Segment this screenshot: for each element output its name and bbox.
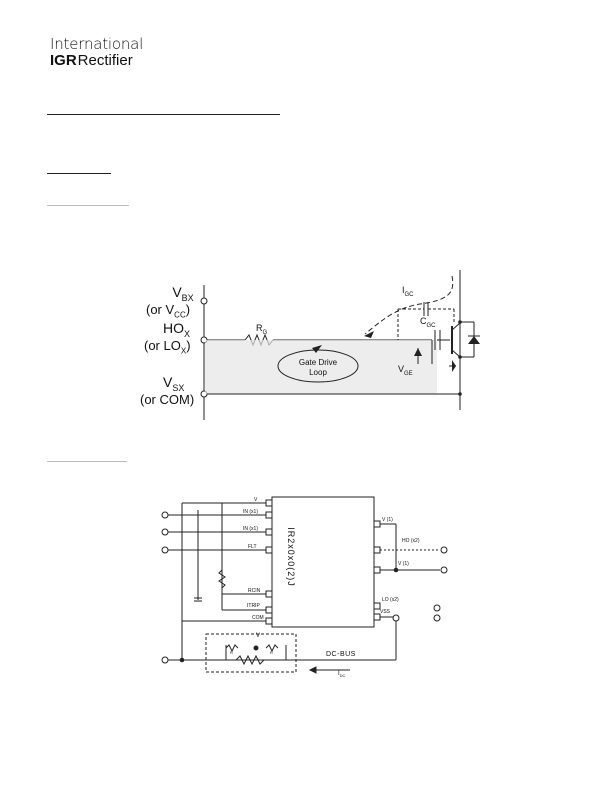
- shunt-vx-label: V: [256, 633, 261, 639]
- pin-label-vcc: V: [254, 497, 258, 503]
- label-vbx-alt: (or VCC): [146, 302, 191, 320]
- gate-drive-loop-area: [205, 340, 437, 394]
- logo-text-rectifier-row: IGR Rectifier: [50, 52, 143, 70]
- label-hox-alt: (or LOX): [144, 338, 191, 356]
- label-vbx: VBX: [172, 284, 194, 303]
- company-logo: International IGR Rectifier: [50, 36, 143, 70]
- vbx-node: [200, 297, 208, 305]
- logo-text-international: International: [50, 35, 144, 53]
- logo-mark: IGR: [50, 52, 77, 69]
- pin-label-vss: VSS: [380, 609, 391, 615]
- pin-label-fault: FLT: [248, 544, 257, 550]
- label-hox: HOX: [163, 320, 191, 339]
- pin-label-rcin: RCIN: [248, 588, 261, 594]
- pin-label-vs: V (1): [398, 561, 409, 567]
- idc-label: IDC: [338, 671, 346, 679]
- pin-label-ho: HO (x2): [402, 538, 420, 544]
- pin-label-in1: IN (x1): [243, 509, 258, 515]
- figure1-caption-rule: [47, 205, 129, 206]
- driver-ic-label: IR2x0x0(2)J: [286, 527, 296, 587]
- label-rg: RG: [256, 323, 268, 336]
- label-cgc: CGC: [420, 316, 436, 329]
- dc-bus-label: DC-BUS: [326, 651, 356, 658]
- label-vsx: VSX: [163, 374, 185, 393]
- pin-label-lo: LO (x2): [382, 597, 399, 603]
- shunt-r-right-label: R: [270, 650, 273, 655]
- label-loop: Gate Drive Loop: [298, 358, 338, 377]
- pin-label-vb: V (1): [382, 517, 393, 523]
- logo-text-rectifier: Rectifier: [77, 52, 133, 69]
- label-vge: VGE: [398, 364, 413, 377]
- subheading-rule: [47, 173, 111, 174]
- shunt-r-left-label: R: [230, 650, 233, 655]
- heading-rule: [47, 114, 280, 115]
- label-vsx-alt: (or COM): [140, 392, 195, 407]
- pin-label-in2: IN (x1): [243, 526, 258, 532]
- driver-ic-body: [271, 496, 375, 628]
- label-igc: IGC: [402, 285, 414, 298]
- pin-label-itrip: ITRIP: [247, 603, 260, 609]
- pin-label-com: COM: [252, 615, 264, 621]
- figure2-caption-rule: [47, 461, 127, 462]
